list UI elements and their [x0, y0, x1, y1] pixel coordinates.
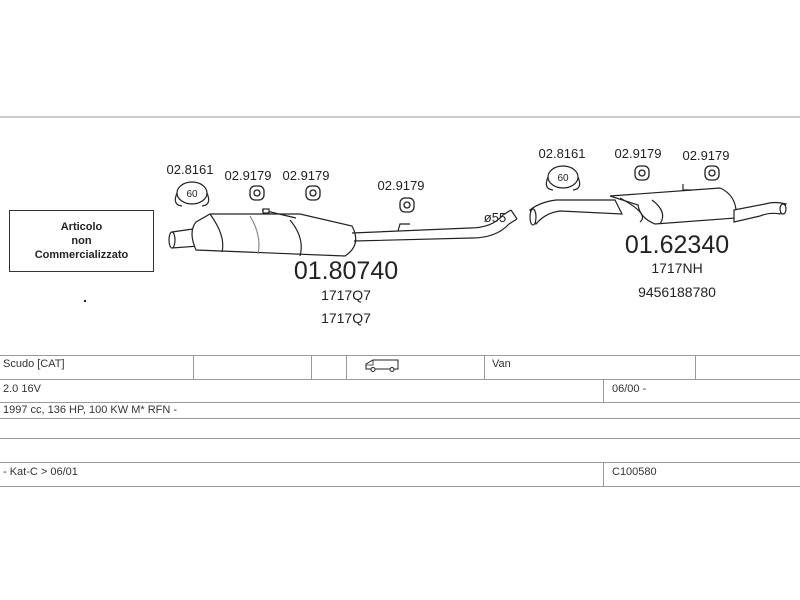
rear-muffler-ref2: 9456188780 [638, 284, 716, 300]
vehicle-model: Scudo [CAT] [3, 358, 65, 370]
clamp-left-size: 60 [186, 189, 198, 200]
tail-pipe [733, 201, 787, 223]
hanger-icon-b [305, 185, 321, 201]
hanger-icon-c [399, 197, 415, 213]
clamp-left-code: 02.8161 [167, 162, 214, 177]
row-model: Scudo [CAT] Van [0, 355, 800, 379]
clamp-left-icon: 60 [174, 181, 210, 207]
rear-muffler [609, 184, 737, 225]
front-muffler-code: 01.80740 [294, 257, 398, 285]
row-engine: 2.0 16V 06/00 - [0, 379, 800, 402]
hanger-icon-e [704, 165, 720, 181]
clamp-right-icon: 60 [545, 165, 581, 191]
front-muffler-ref1: 1717Q7 [321, 287, 371, 303]
front-muffler [191, 208, 357, 257]
row-notes: - Kat-C > 06/01 C100580 [0, 462, 800, 486]
rear-inlet-pipe [529, 199, 623, 226]
hanger-d-code: 02.9179 [615, 146, 662, 161]
hanger-c-code: 02.9179 [378, 178, 425, 193]
notice-line-1: Articolo [60, 221, 103, 233]
rear-muffler-code: 01.62340 [625, 231, 729, 259]
hanger-a-code: 02.9179 [225, 168, 272, 183]
clamp-right-code: 02.8161 [539, 146, 586, 161]
van-icon [364, 358, 400, 375]
notice-line-3: Commercializzato [34, 249, 129, 261]
not-commercialized-notice: Articolo non Commercializzato [9, 210, 154, 272]
vehicle-specs: 1997 cc, 136 HP, 100 KW M* RFN - [3, 404, 178, 416]
row-specs: 1997 cc, 136 HP, 100 KW M* RFN - [0, 402, 800, 418]
notice-line-2: non [71, 235, 92, 247]
middle-pipe [351, 209, 518, 242]
hanger-e-code: 02.9179 [683, 148, 730, 163]
vehicle-date-range: 06/00 - [612, 383, 647, 395]
stray-dot [83, 299, 87, 303]
clamp-right-size: 60 [557, 173, 569, 184]
hanger-icon-d [634, 165, 650, 181]
vehicle-notes: - Kat-C > 06/01 [3, 466, 78, 478]
hanger-icon-a [249, 185, 265, 201]
vehicle-engine: 2.0 16V [3, 383, 41, 395]
vehicle-ref-code: C100580 [612, 466, 657, 478]
exhaust-diagram: 60 60 02.8161 02.9179 02.9179 02.9179 02… [0, 116, 800, 326]
vehicle-body-type: Van [492, 358, 511, 370]
front-muffler-ref2: 1717Q7 [321, 310, 371, 326]
rear-muffler-ref1: 1717NH [651, 260, 702, 276]
hanger-b-code: 02.9179 [283, 168, 330, 183]
diameter-label: ø55 [484, 210, 506, 225]
